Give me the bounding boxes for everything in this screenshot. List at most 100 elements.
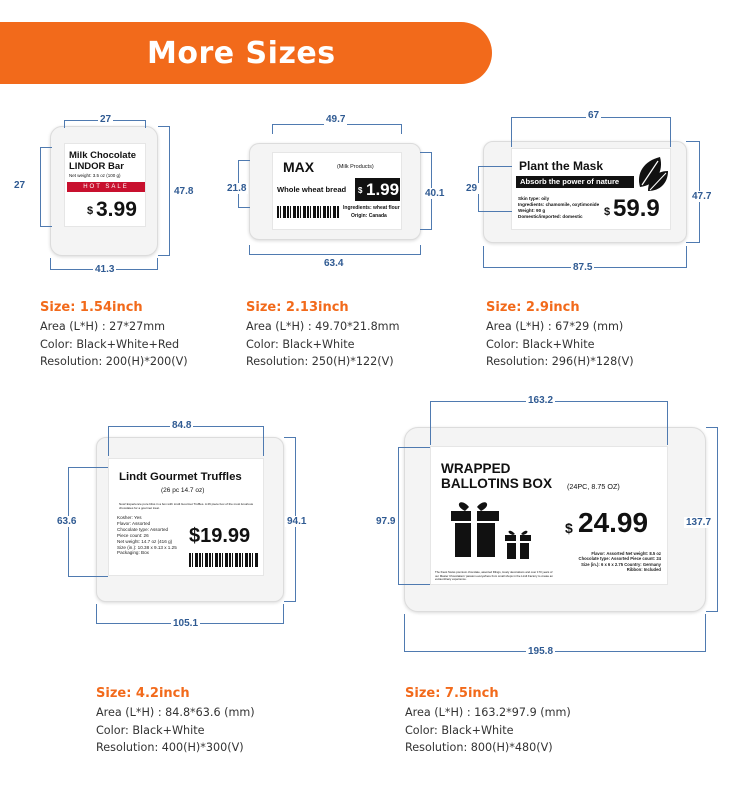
tag-brand: MAX (283, 159, 315, 175)
spec-resolution: Resolution: 296(H)*128(V) (486, 355, 634, 368)
price-symbol: $ (87, 205, 94, 217)
dimension-label-left: 29 (464, 183, 480, 194)
slogan-bar: Absorb the power of nature (516, 176, 634, 188)
dimension-label-right: 47.7 (690, 191, 714, 202)
dimension-label-top: 67 (586, 110, 602, 121)
spec-color: Color: Black+White (486, 337, 595, 351)
spec-color: Color: Black+White (96, 723, 205, 737)
dimension-line (40, 147, 52, 227)
spec-area: Area (L*H) : 67*29 (mm) (486, 320, 624, 333)
tag-subtitle: Net weight: 3.5 oz (100 g) (69, 173, 121, 178)
price: 59.9 (613, 195, 660, 222)
spec-block: Size: 7.5inch Area (L*H) : 163.2*97.9 (m… (405, 684, 571, 757)
dimension-line (430, 401, 668, 445)
dimension-label-right: 47.8 (174, 186, 194, 197)
tag-title: Milk Chocolate (69, 150, 137, 161)
info-line: Net weight: 14.7 oz (416 g) (117, 538, 173, 544)
tag-title: Plant the Mask (519, 159, 604, 173)
tag-ingredients: Ingredients: wheat flour (343, 205, 400, 211)
dimension-line (511, 117, 671, 147)
tag-description: Now! Experience pure bliss in a box with… (119, 502, 254, 510)
banner-title: More Sizes (147, 36, 336, 71)
dimension-label-bottom: 63.4 (322, 258, 346, 269)
leaf-icon (638, 157, 668, 191)
info-line: Flavor: Assorted Net weight: 8.5 oz (591, 551, 661, 556)
spec-area: Area (L*H) : 163.2*97.9 (mm) (405, 706, 571, 719)
hot-sale-banner: HOT SALE (67, 182, 145, 192)
tag-line: Skin type: oily (518, 196, 550, 201)
price: 24.99 (578, 507, 649, 538)
spec-size: Size: 7.5inch (405, 686, 499, 701)
tag-line: Ingredients: chamomile, oxytimonide (518, 202, 600, 207)
info-line: Size (in.): 10.38 x 9.13 x 1.25 (117, 544, 177, 550)
price-symbol: $ (565, 520, 573, 536)
price-symbol: $ (604, 206, 611, 218)
tag-screen: Lindt Gourmet Truffles (26 pc 14.7 oz) N… (108, 458, 264, 576)
dimension-line (272, 124, 402, 134)
spec-resolution: Resolution: 400(H)*300(V) (96, 741, 244, 754)
dimension-label-right: 137.7 (684, 517, 714, 528)
spec-block: Size: 2.13inch Area (L*H) : 49.70*21.8mm… (246, 298, 399, 371)
tag-product: Whole wheat bread (277, 185, 347, 194)
tag-screen: WRAPPED BALLOTINS BOX (24PC, 8.75 OZ) $ … (430, 446, 668, 585)
price-symbol: $ (358, 186, 363, 195)
dimension-label-top: 163.2 (526, 395, 556, 406)
dimension-label-top: 27 (98, 114, 114, 125)
spec-area: Area (L*H) : 27*27mm (40, 320, 166, 333)
spec-resolution: Resolution: 250(H)*122(V) (246, 355, 394, 368)
dimension-line (706, 427, 718, 612)
spec-color: Color: Black+White+Red (40, 337, 180, 351)
spec-size: Size: 1.54inch (40, 300, 143, 315)
dimension-label-left: 27 (14, 180, 26, 191)
info-line: Packaging: Box (117, 550, 149, 556)
dimension-label-top: 84.8 (170, 420, 194, 431)
info-line: Size (in.): 6 x 6 x 2.75 Country: German… (581, 561, 661, 567)
tag-origin: Origin: Canada (351, 213, 387, 219)
info-line: Chocolate type: Assorted Piece count: 24 (578, 556, 661, 562)
spec-resolution: Resolution: 800(H)*480(V) (405, 741, 553, 754)
price: 3.99 (96, 198, 137, 221)
info-list: Flavor: Assorted Net weight: 8.5 oz Choc… (579, 551, 661, 573)
dimension-line (398, 447, 430, 585)
tag-line: Domestic/imported: domestic (518, 214, 583, 219)
price-box: $ 1.99 (355, 178, 400, 201)
tag-screen: Milk Chocolate LINDOR Bar Net weight: 3.… (64, 143, 146, 227)
barcode (277, 206, 339, 218)
info-line: Kosher: Yes (117, 515, 142, 520)
dimension-line (478, 166, 512, 212)
dimension-label-bottom: 105.1 (171, 618, 201, 629)
tag-description: The finest Swiss premium chocolate, asso… (435, 570, 553, 582)
info-line: Flavor: Assorted (117, 520, 151, 526)
price: $19.99 (189, 525, 251, 547)
dimension-label-left: 97.9 (374, 516, 398, 527)
tag-slogan: Absorb the power of nature (520, 177, 620, 186)
info-line: Ribbon: Included (626, 567, 661, 573)
dimension-label-right: 40.1 (423, 188, 447, 199)
dimension-label-bottom: 195.8 (526, 646, 556, 657)
spec-size: Size: 2.9inch (486, 300, 580, 315)
tag-screen: Plant the Mask Absorb the power of natur… (511, 148, 671, 230)
spec-block: Size: 2.9inch Area (L*H) : 67*29 (mm) Co… (486, 298, 634, 371)
tag-brand-note: (Milk Products) (337, 164, 374, 170)
tag-title: Lindt Gourmet Truffles (119, 471, 242, 483)
tag-line: Weight: 90 g (518, 208, 546, 213)
tag-title: WRAPPED (441, 461, 511, 476)
gift-icon (451, 502, 531, 559)
spec-block: Size: 1.54inch Area (L*H) : 27*27mm Colo… (40, 298, 188, 371)
spec-size: Size: 2.13inch (246, 300, 349, 315)
tag-title: BALLOTINS BOX (441, 476, 553, 491)
dimension-label-bottom: 87.5 (571, 262, 595, 273)
tag-title: LINDOR Bar (69, 161, 124, 172)
barcode (189, 553, 259, 567)
tag-subtitle: (26 pc 14.7 oz) (161, 487, 205, 494)
dimension-label-bottom: 41.3 (93, 264, 117, 275)
info-line: Piece count: 26 (117, 532, 149, 538)
spec-color: Color: Black+White (246, 337, 355, 351)
info-list: Kosher: Yes Flavor: Assorted Chocolate t… (117, 515, 177, 556)
dimension-line (249, 245, 421, 255)
dimension-label-top: 49.7 (324, 114, 348, 125)
dimension-line (158, 126, 170, 256)
dimension-label-left: 21.8 (225, 183, 249, 194)
dimension-label-right: 94.1 (285, 516, 309, 527)
price: 1.99 (366, 180, 400, 199)
